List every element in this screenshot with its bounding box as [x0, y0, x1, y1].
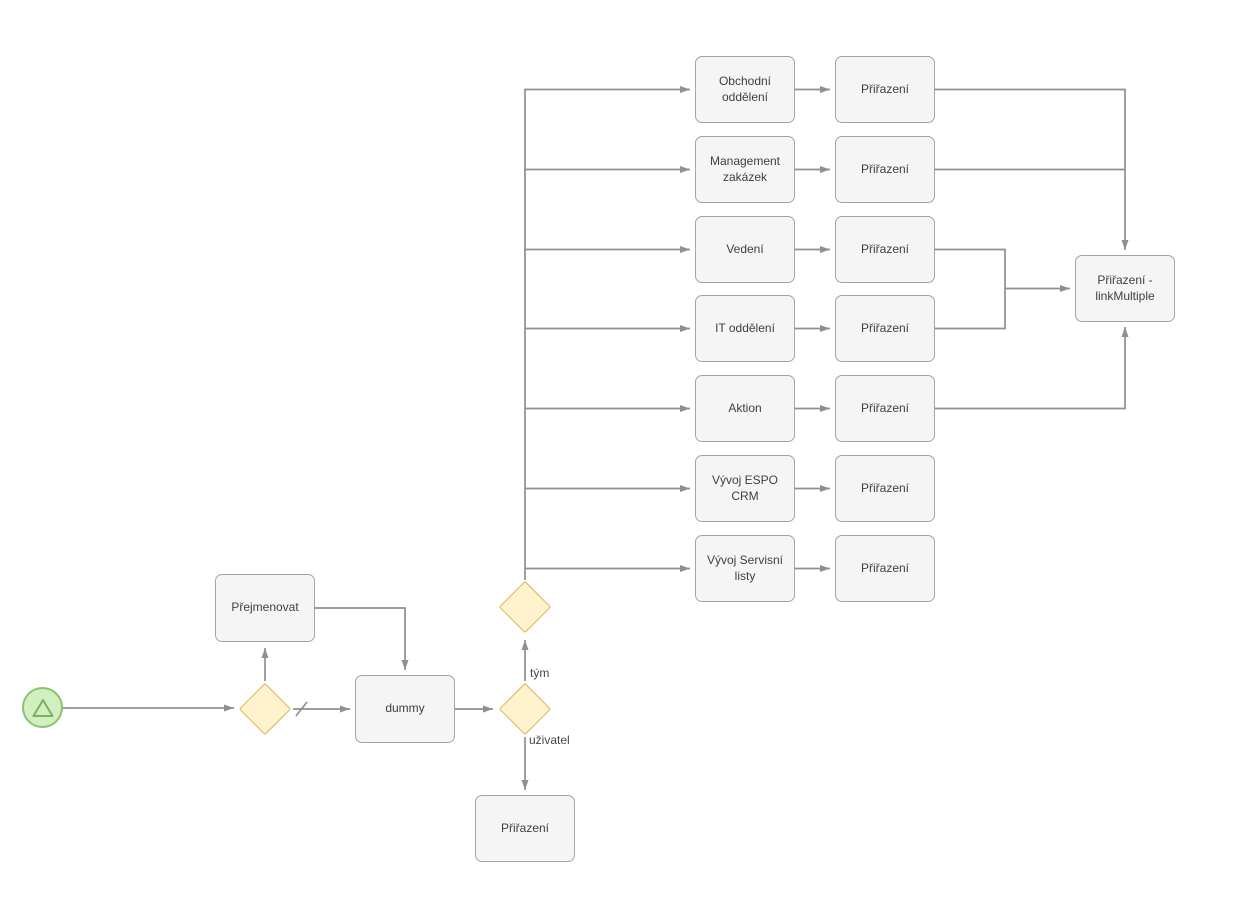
- task-assign-linkmultiple[interactable]: Přiřazení - linkMultiple: [1075, 255, 1175, 322]
- task-label: Přiřazení - linkMultiple: [1095, 272, 1155, 303]
- task-label: Vývoj Servisní listy: [706, 552, 784, 583]
- edge-branch-row1[interactable]: [524, 86, 690, 581]
- task-label: Přiřazení: [860, 241, 910, 256]
- task-team-vyvoj-espo-crm[interactable]: Vývoj ESPO CRM: [695, 455, 795, 522]
- signal-triangle-icon: [32, 698, 53, 717]
- task-label: dummy: [385, 701, 425, 716]
- task-assign-row6[interactable]: Přiřazení: [835, 455, 935, 522]
- edge-assign5-to-linkmultiple[interactable]: [935, 327, 1129, 410]
- edge-rename-to-dummy[interactable]: [315, 607, 409, 670]
- task-label: Přiřazení: [860, 161, 910, 176]
- default-flow-slash: [295, 701, 308, 717]
- task-label: Přejmenovat: [231, 600, 299, 615]
- task-assign-user[interactable]: Přiřazení: [475, 795, 575, 862]
- task-label: Přiřazení: [500, 820, 550, 835]
- edge-assign3-join[interactable]: [935, 248, 1006, 289]
- diamond-shape: [498, 682, 552, 736]
- task-label: Přiřazení: [860, 400, 910, 415]
- task-label: IT oddělení: [715, 320, 775, 335]
- edge-label-uzivatel: uživatel: [529, 733, 570, 747]
- task-assign-row2[interactable]: Přiřazení: [835, 136, 935, 203]
- gateway-1-diamond[interactable]: [238, 682, 292, 736]
- diamond-shape: [498, 580, 552, 634]
- task-label: Vývoj ESPO CRM: [711, 472, 779, 503]
- task-team-it-oddeleni[interactable]: IT oddělení: [695, 295, 795, 362]
- task-assign-row5[interactable]: Přiřazení: [835, 375, 935, 442]
- task-assign-row4[interactable]: Přiřazení: [835, 295, 935, 362]
- edge-assign4-join[interactable]: [935, 288, 1006, 330]
- task-assign-row1[interactable]: Přiřazení: [835, 56, 935, 123]
- task-team-vyvoj-servisni-listy[interactable]: Vývoj Servisní listy: [695, 535, 795, 602]
- edge-assign1-to-linkmultiple[interactable]: [935, 88, 1129, 251]
- task-label: Přiřazení: [860, 320, 910, 335]
- task-assign-row3[interactable]: Přiřazení: [835, 216, 935, 283]
- task-label: Přiřazení: [860, 560, 910, 575]
- gateway-2-diamond[interactable]: [498, 682, 552, 736]
- task-assign-row7[interactable]: Přiřazení: [835, 535, 935, 602]
- task-label: Obchodní oddělení: [718, 73, 772, 104]
- task-label: Vedení: [726, 241, 764, 256]
- start-event-node[interactable]: [22, 687, 63, 728]
- edge-label-tym: tým: [530, 666, 550, 680]
- task-label: Management zakázek: [709, 153, 781, 184]
- task-label: Přiřazení: [860, 81, 910, 96]
- task-label: Přiřazení: [860, 480, 910, 495]
- task-label: Aktion: [728, 400, 762, 415]
- task-team-vedeni[interactable]: Vedení: [695, 216, 795, 283]
- diamond-shape: [238, 682, 292, 736]
- task-rename[interactable]: Přejmenovat: [215, 574, 315, 642]
- task-team-obchodni-oddeleni[interactable]: Obchodní oddělení: [695, 56, 795, 123]
- task-dummy[interactable]: dummy: [355, 675, 455, 743]
- gateway-3-diamond[interactable]: [498, 580, 552, 634]
- task-team-aktion[interactable]: Aktion: [695, 375, 795, 442]
- task-team-management-zakazek[interactable]: Management zakázek: [695, 136, 795, 203]
